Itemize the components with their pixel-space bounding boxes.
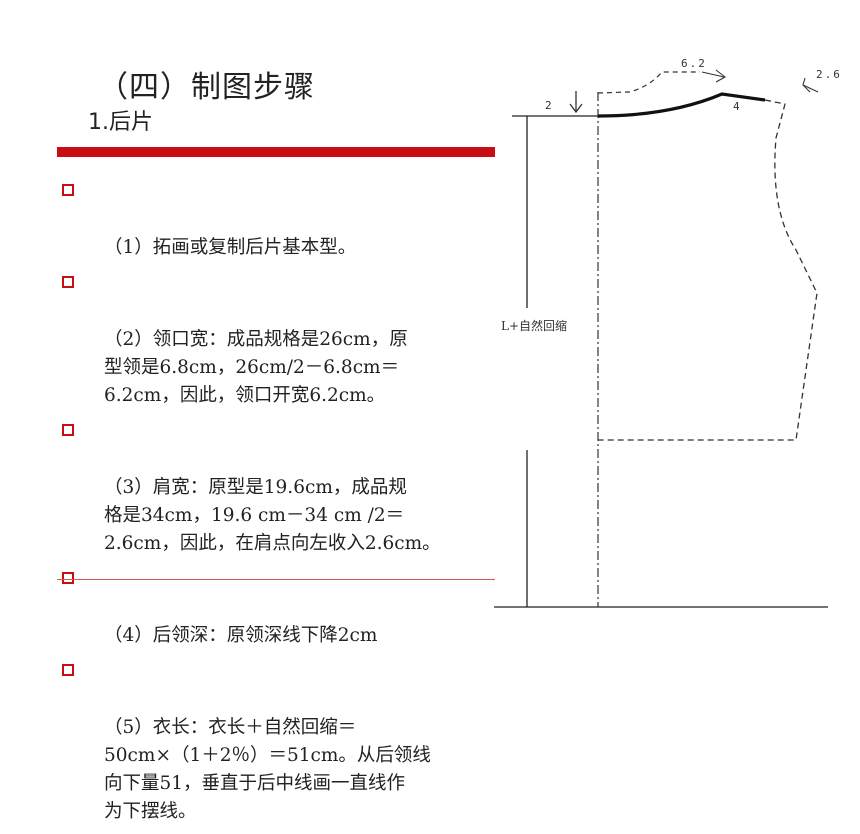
neck-drop-label: 2 xyxy=(545,99,554,112)
step-item: （2）领口宽：成品规格是26cm，原 型领是6.8cm，26cm/2－6.8cm… xyxy=(62,270,512,410)
shoulder-arrow-shaft xyxy=(802,84,819,93)
step-item: （1）拓画或复制后片基本型。 xyxy=(62,178,512,262)
step-text: （4）后领深：原领深线下降2cm xyxy=(104,625,378,646)
bottom-divider xyxy=(57,579,495,580)
section-subtitle: 1.后片 xyxy=(88,110,153,135)
shoulder-mark-label: 4 xyxy=(733,100,742,113)
step-text: （3）肩宽：原型是19.6cm，成品规 格是34cm，19.6 cm－34 cm… xyxy=(104,477,441,554)
neck-width-label: 6.2 xyxy=(681,57,707,70)
down-arrow-icon xyxy=(569,103,583,114)
step-item: （4）后领深：原领深线下降2cm xyxy=(62,566,512,650)
neck-width-arrowhead-icon xyxy=(715,69,726,83)
shoulder-label: 2.6 xyxy=(816,68,842,81)
step-text: （2）领口宽：成品规格是26cm，原 型领是6.8cm，26cm/2－6.8cm… xyxy=(104,329,408,406)
step-item: （5）衣长：衣长＋自然回缩＝ 50cm×（1＋2％）＝51cm。从后领线 向下量… xyxy=(62,658,512,826)
new-neckline xyxy=(597,92,766,118)
square-bullet-icon xyxy=(62,276,74,288)
square-bullet-icon xyxy=(62,572,74,584)
shoulder-arrowhead-icon xyxy=(802,77,811,93)
page-title: （四）制图步骤 xyxy=(98,70,315,105)
square-bullet-icon xyxy=(62,664,74,676)
back-piece-pattern-diagram: 6.2 2.6 2 4 L+自然回缩 xyxy=(494,57,842,608)
square-bullet-icon xyxy=(62,424,74,436)
length-label: L+自然回缩 xyxy=(501,318,567,333)
original-neckline xyxy=(597,71,700,94)
step-item: （3）肩宽：原型是19.6cm，成品规 格是34cm，19.6 cm－34 cm… xyxy=(62,418,512,558)
square-bullet-icon xyxy=(62,184,74,196)
title-divider xyxy=(57,147,495,157)
step-text: （1）拓画或复制后片基本型。 xyxy=(104,237,357,258)
armhole-side-seam-outline xyxy=(598,99,818,441)
step-text: （5）衣长：衣长＋自然回缩＝ 50cm×（1＋2％）＝51cm。从后领线 向下量… xyxy=(104,717,431,822)
neck-width-arrow-shaft xyxy=(701,71,725,78)
